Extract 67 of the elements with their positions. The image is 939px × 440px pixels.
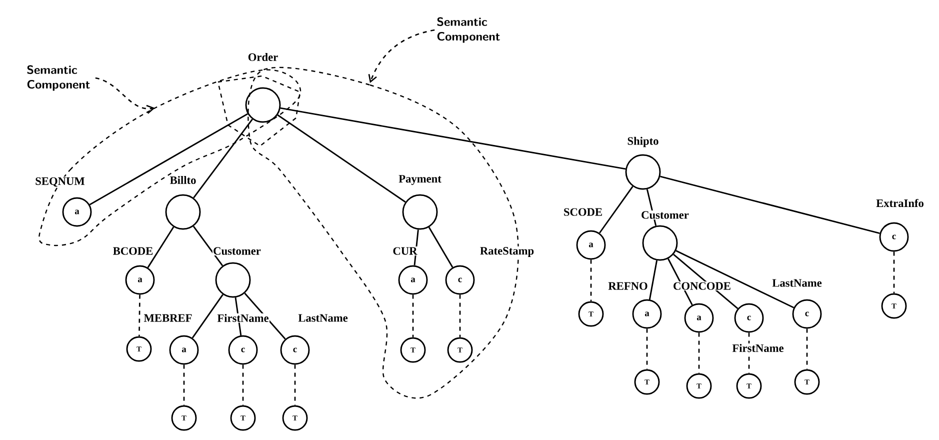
- callout-text: Semantic Component: [27, 65, 90, 91]
- tree-node: [642, 225, 678, 261]
- tree-node: c: [734, 303, 764, 333]
- tree-edge: [244, 292, 286, 340]
- node-label: RateStamp: [479, 246, 535, 258]
- tree-edge: [698, 332, 700, 374]
- tree-edge: [192, 294, 224, 338]
- tree-node: [215, 262, 251, 298]
- node-label: Customer: [640, 210, 690, 220]
- leader-arrow: [368, 29, 435, 83]
- node-label: LastName: [297, 314, 349, 322]
- tree-edge: [893, 252, 895, 294]
- tree-edge: [646, 328, 648, 370]
- tree-node: a: [576, 230, 606, 260]
- node-label: FirstName: [216, 313, 270, 323]
- tree-node: c: [280, 335, 310, 365]
- leader-arrow: [95, 77, 155, 114]
- tree-edge: [598, 186, 634, 234]
- node-label: Payment: [398, 174, 442, 186]
- tree-edge: [147, 226, 174, 268]
- tree-edge: [192, 226, 224, 266]
- tree-edge: [89, 113, 248, 206]
- tree-node: c: [879, 222, 909, 252]
- tree-edge: [806, 328, 808, 370]
- tree-edge: [277, 114, 406, 203]
- node-label: Shipto: [626, 136, 660, 148]
- tree-node: c: [792, 299, 822, 329]
- node-label: CUR: [392, 246, 418, 256]
- tree-node: [245, 87, 281, 123]
- tree-edge: [412, 294, 414, 338]
- tree-node: a: [398, 265, 428, 295]
- node-label: REFNO: [608, 282, 648, 290]
- tree-edge: [648, 260, 658, 300]
- tree-edge: [676, 250, 794, 308]
- node-label: SEQNUM: [34, 176, 86, 188]
- tree-node: c: [228, 335, 258, 365]
- tree-node: [402, 194, 438, 230]
- tree-edge: [242, 364, 244, 406]
- tree-edge: [428, 226, 454, 268]
- tree-node: a: [62, 197, 92, 227]
- tree-edge: [660, 176, 880, 234]
- node-label: Billto: [169, 175, 197, 185]
- tree-edge: [590, 260, 592, 302]
- node-label: CONCODE: [672, 282, 732, 290]
- tree-edge: [193, 118, 253, 198]
- node-label: Customer: [212, 246, 262, 256]
- node-label: BCODE: [112, 246, 154, 256]
- tree-edge: [748, 332, 750, 374]
- tree-node: a: [125, 265, 155, 295]
- node-label: LastName: [771, 278, 823, 288]
- tree-node: [625, 154, 661, 190]
- tree-edge: [138, 294, 140, 336]
- tree-node: a: [169, 335, 199, 365]
- node-label: MEBREF: [143, 314, 193, 322]
- node-label: ExtraInfo: [875, 198, 925, 208]
- node-label: SCODE: [562, 208, 604, 216]
- tree-node: a: [632, 299, 662, 329]
- tree-node: c: [445, 265, 475, 295]
- callout-text: Semantic Component: [437, 17, 500, 43]
- tree-node: [165, 194, 201, 230]
- tree-edge: [294, 364, 296, 406]
- tree-edge: [280, 107, 626, 170]
- tree-edge: [459, 294, 461, 338]
- node-label: Order: [247, 52, 279, 62]
- tree-node: a: [684, 303, 714, 333]
- tree-edge: [183, 364, 185, 406]
- node-label: FirstName: [732, 343, 784, 353]
